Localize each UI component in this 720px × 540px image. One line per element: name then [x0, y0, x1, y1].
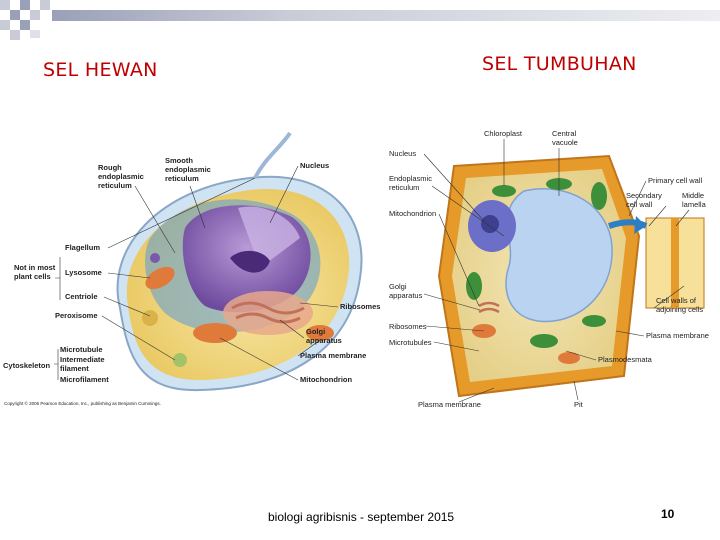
- label-rough-er-1: Rough: [98, 163, 122, 172]
- label-middle-lamella-1: Middle: [682, 191, 704, 200]
- label-rough-er-3: reticulum: [98, 181, 132, 190]
- label-rough-er-2: endoplasmic: [98, 172, 144, 181]
- label-not-in-plant-1: Not in most: [14, 263, 56, 272]
- label-intermediate-2: filament: [60, 364, 89, 373]
- label-centriole: Centriole: [65, 292, 98, 301]
- animal-cell-leader-lines: [54, 165, 339, 381]
- label-plant-ribosomes: Ribosomes: [389, 322, 427, 331]
- label-microtubule: Microtubule: [60, 345, 103, 354]
- label-golgi-1: Golgi: [306, 327, 325, 336]
- label-plant-er-1: Endoplasmic: [389, 174, 432, 183]
- decorative-checker-bar: [0, 0, 720, 40]
- label-plant-golgi-2: apparatus: [389, 291, 423, 300]
- label-primary-cell-wall: Primary cell wall: [648, 176, 703, 185]
- title-animal-cell: SEL HEWAN: [43, 59, 158, 81]
- footer-text: biologi agribisnis - september 2015: [268, 510, 455, 524]
- label-lysosome: Lysosome: [65, 268, 102, 277]
- label-chloroplast: Chloroplast: [484, 129, 523, 138]
- label-not-in-plant-2: plant cells: [14, 272, 51, 281]
- label-golgi-2: apparatus: [306, 336, 342, 345]
- label-central-vacuole-2: vacuole: [552, 138, 578, 147]
- label-plant-er-2: reticulum: [389, 183, 419, 192]
- label-plant-plasma-membrane: Plasma membrane: [646, 331, 709, 340]
- label-secondary-cell-wall-1: Secondary: [626, 191, 662, 200]
- label-flagellum: Flagellum: [65, 243, 100, 252]
- plant-cell-leader-lines: [423, 139, 690, 403]
- label-smooth-er-3: reticulum: [165, 174, 199, 183]
- animal-cell-illustration: [116, 131, 363, 392]
- plant-cell-diagram: Chloroplast Central vacuole Nucleus Endo…: [389, 129, 709, 409]
- label-smooth-er-2: endoplasmic: [165, 165, 211, 174]
- label-plasma-membrane: Plasma membrane: [300, 351, 366, 360]
- label-nucleus: Nucleus: [300, 161, 329, 170]
- label-pit: Pit: [574, 400, 584, 409]
- label-microfilament: Microfilament: [60, 375, 109, 384]
- plant-cell-illustration: [437, 154, 705, 398]
- label-plant-nucleus: Nucleus: [389, 149, 416, 158]
- label-plant-microtubules: Microtubules: [389, 338, 432, 347]
- plant-cell-labels: Chloroplast Central vacuole Nucleus Endo…: [389, 129, 709, 409]
- animal-cell-diagram: Rough endoplasmic reticulum Smooth endop…: [3, 131, 380, 406]
- label-intermediate-1: Intermediate: [60, 355, 105, 364]
- label-mitochondrion: Mitochondrion: [300, 375, 352, 384]
- label-cell-walls-adjoining-1: Cell walls of: [656, 296, 697, 305]
- label-cell-walls-adjoining-2: adjoining cells: [656, 305, 703, 314]
- label-smooth-er-1: Smooth: [165, 156, 193, 165]
- label-plasma-membrane-bottom: Plasma membrane: [418, 400, 481, 409]
- label-cytoskeleton: Cytoskeleton: [3, 361, 51, 370]
- label-plasmodesmata: Plasmodesmata: [598, 355, 653, 364]
- label-middle-lamella-2: lamella: [682, 200, 707, 209]
- title-plant-cell: SEL TUMBUHAN: [482, 53, 637, 75]
- label-central-vacuole-1: Central: [552, 129, 577, 138]
- label-plant-mitochondrion: Mitochondrion: [389, 209, 436, 218]
- label-secondary-cell-wall-2: cell wall: [626, 200, 653, 209]
- label-peroxisome: Peroxisome: [55, 311, 98, 320]
- page-number: 10: [661, 507, 675, 521]
- animal-cell-labels: Rough endoplasmic reticulum Smooth endop…: [3, 156, 380, 406]
- label-ribosomes: Ribosomes: [340, 302, 380, 311]
- label-plant-golgi-1: Golgi: [389, 282, 407, 291]
- label-copyright: Copyright © 2006 Pearson Education, Inc.…: [4, 400, 161, 406]
